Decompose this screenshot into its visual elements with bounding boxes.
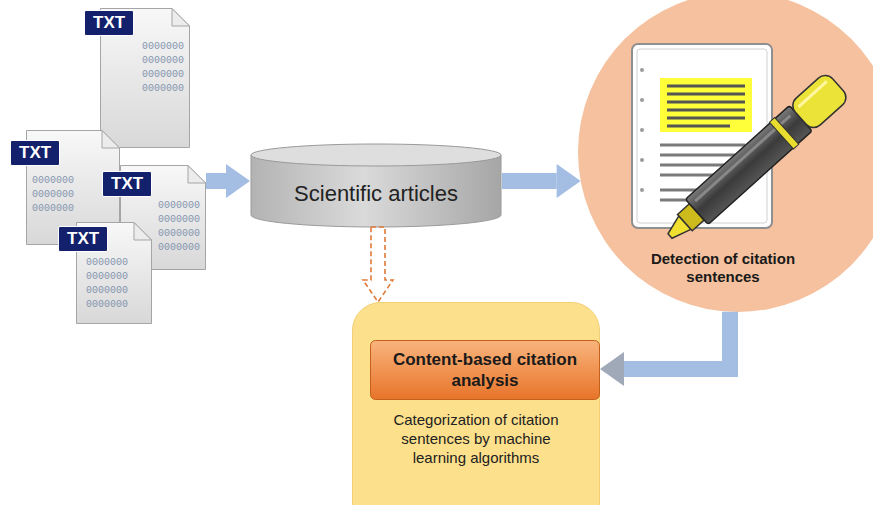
arrow-head — [226, 164, 250, 198]
text-holder: Detection of citation sentences — [648, 250, 798, 286]
marker-pen — [658, 71, 850, 249]
flow-arrow — [502, 164, 581, 198]
text-holder: TXT — [10, 140, 60, 166]
node-label: Content-based citation analysis — [370, 349, 600, 391]
file-type-tag: TXT — [102, 171, 152, 197]
file-content: 0000000 0000000 0000000 0000000 — [142, 40, 186, 96]
database-cylinder: Scientific articles — [250, 143, 502, 227]
text-holder: 0000000 0000000 0000000 0000000 — [158, 199, 202, 255]
process-box-outline — [370, 340, 600, 400]
arrow-head — [600, 352, 624, 386]
txt-file: TXT0000000 0000000 0000000 0000000 — [76, 222, 152, 324]
flow-arrow — [206, 164, 250, 198]
node-label: Scientific articles — [294, 181, 458, 207]
node-label: Detection of citation sentences — [648, 250, 798, 286]
arrow-shaft — [624, 312, 730, 369]
text-holder: Scientific articles — [250, 167, 502, 221]
result-panel-outline — [352, 302, 600, 505]
arrow-head — [557, 164, 581, 198]
text-holder: Categorization of citation sentences by … — [386, 410, 566, 467]
text-holder: 0000000 0000000 0000000 — [32, 174, 76, 216]
file-content: 0000000 0000000 0000000 0000000 — [86, 256, 130, 312]
file-content: 0000000 0000000 0000000 0000000 — [158, 199, 202, 255]
dashed-arrow-outline — [363, 227, 393, 302]
file-content: 0000000 0000000 0000000 — [32, 174, 76, 216]
text-holder: TXT — [58, 226, 108, 252]
flow-arrow — [600, 312, 730, 386]
dashed-arrow — [363, 227, 393, 302]
text-holder: Content-based citation analysis — [370, 340, 600, 400]
process-box: Content-based citation analysis — [370, 340, 600, 400]
arrow-shaft — [502, 173, 557, 189]
arrow-shaft — [206, 173, 226, 189]
text-holder: TXT — [84, 10, 134, 36]
document-icon — [632, 44, 772, 228]
text-holder: 0000000 0000000 0000000 0000000 — [86, 256, 130, 312]
result-panel: Content-based citation analysisCategoriz… — [352, 302, 600, 505]
step-circle: Detection of citation sentences — [578, 0, 873, 312]
text-holder: 0000000 0000000 0000000 0000000 — [142, 40, 186, 96]
txt-file: TXT0000000 0000000 0000000 0000000 — [100, 8, 190, 148]
text-holder: TXT — [102, 171, 152, 197]
file-type-tag: TXT — [58, 226, 108, 252]
node-label: Categorization of citation sentences by … — [386, 410, 566, 467]
file-type-tag: TXT — [84, 10, 134, 36]
file-type-tag: TXT — [10, 140, 60, 166]
